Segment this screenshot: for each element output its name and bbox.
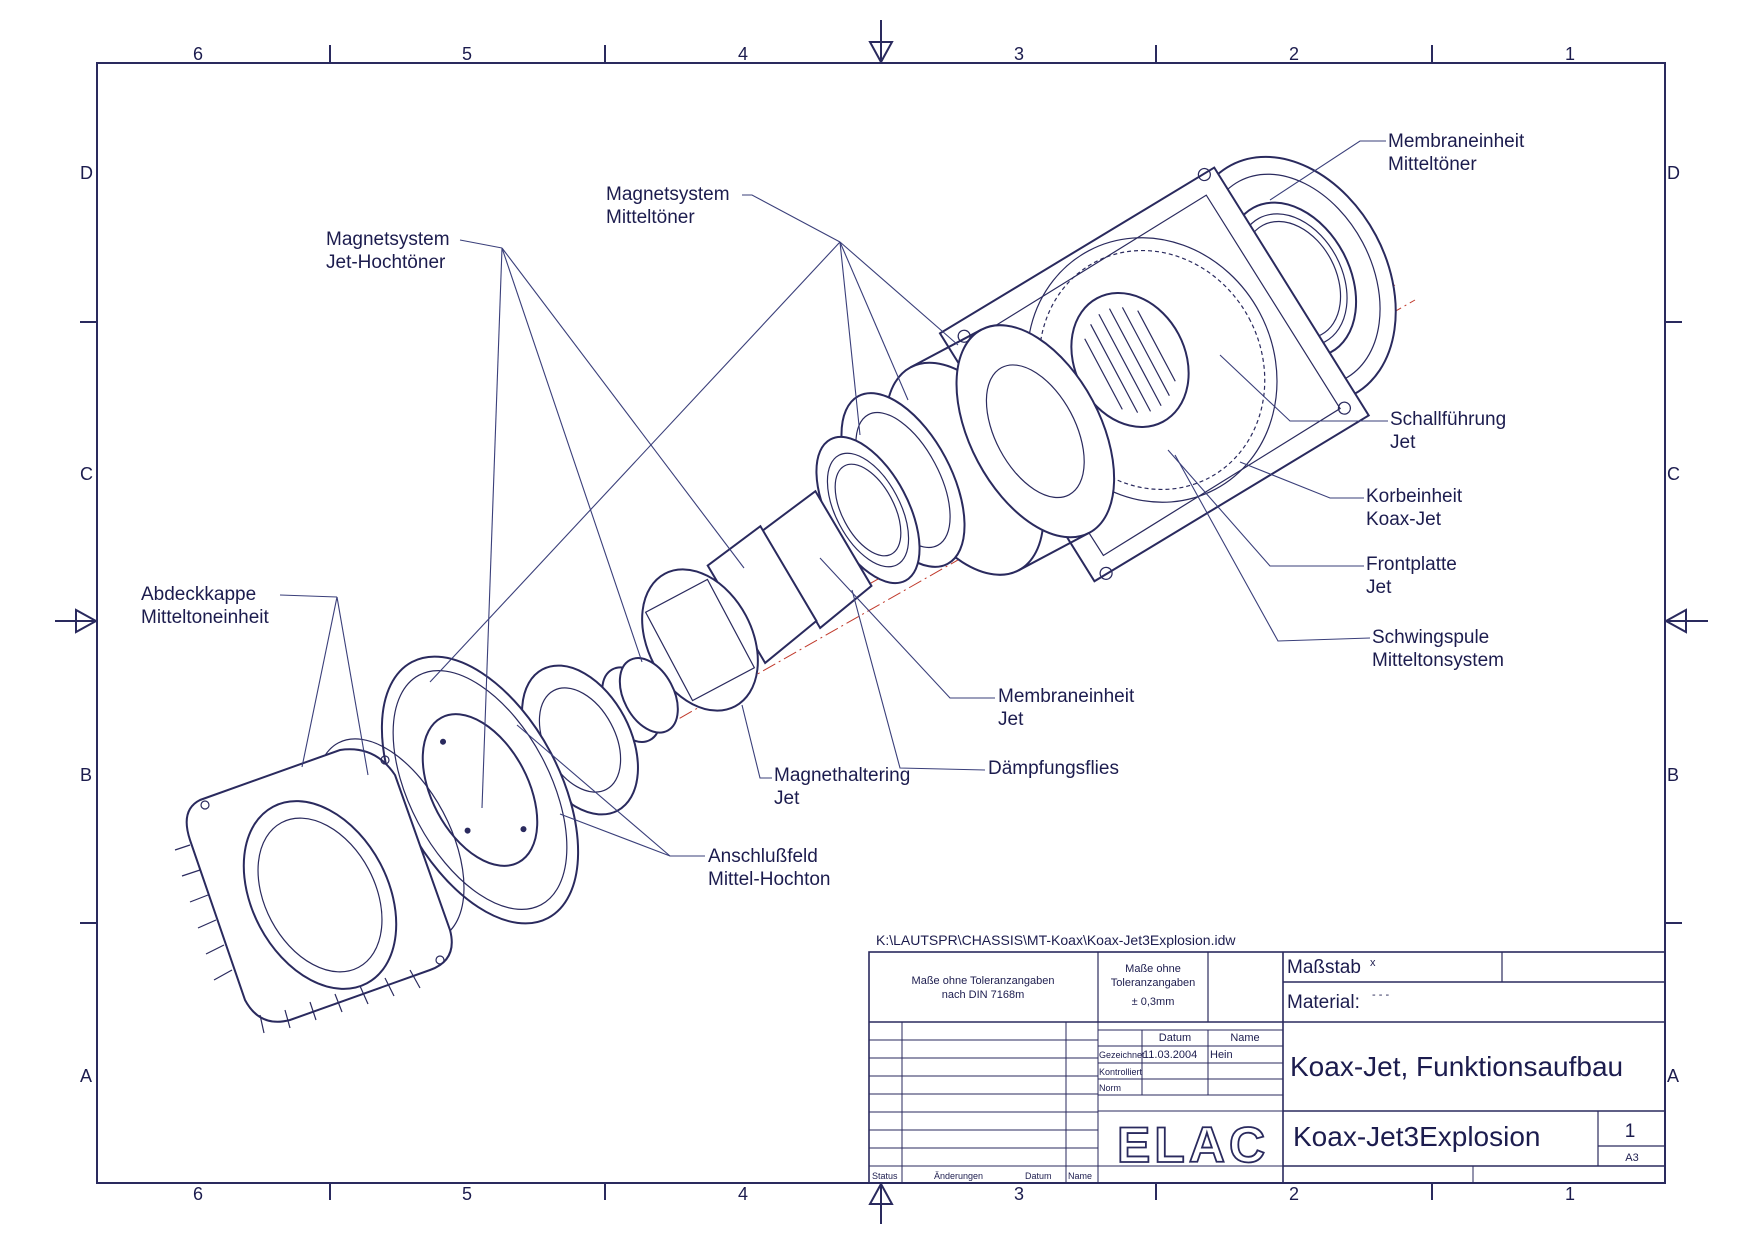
tolerance-note-line2: nach DIN 7168m <box>942 989 1025 1001</box>
label-magnethaltering-2: Jet <box>774 788 800 809</box>
zone-row-D-left: D <box>80 163 93 183</box>
file-path: K:\LAUTSPR\CHASSIS\MT-Koax\Koax-Jet3Expl… <box>876 932 1236 948</box>
leader-lines <box>279 140 1388 857</box>
zone-col-6-top: 6 <box>193 44 203 64</box>
material-label: Material: <box>1287 992 1360 1013</box>
zone-col-3-top: 3 <box>1014 44 1024 64</box>
drawing-frame <box>55 20 1708 1224</box>
label-anschlussfeld-2: Mittel-Hochton <box>708 869 831 890</box>
elac-logo: ELAC <box>1116 1116 1269 1174</box>
zone-col-1-bottom: 1 <box>1565 1184 1575 1204</box>
row-kontrolliert: Kontrolliert <box>1099 1067 1143 1077</box>
footer-aenderungen: Änderungen <box>934 1171 983 1181</box>
label-membraneinheit-jet-1: Membraneinheit <box>998 686 1135 707</box>
label-anschlussfeld-1: Anschlußfeld <box>708 846 818 867</box>
elac-logo-text: ELAC <box>1117 1117 1269 1173</box>
zone-labels: 6 5 4 3 2 1 6 5 4 3 2 1 D C B A D C B A <box>80 44 1680 1204</box>
col-datum: Datum <box>1159 1032 1191 1044</box>
callout-labels: Membraneinheit Mitteltöner Magnetsystem … <box>141 131 1525 890</box>
label-magnetsystem-jet-1: Magnetsystem <box>326 229 450 250</box>
title-block: K:\LAUTSPR\CHASSIS\MT-Koax\Koax-Jet3Expl… <box>868 932 1666 1184</box>
part-abdeckkappe <box>174 748 453 1034</box>
footer-status: Status <box>872 1171 898 1181</box>
zone-col-4-bottom: 4 <box>738 1184 748 1204</box>
zone-col-3-bottom: 3 <box>1014 1184 1024 1204</box>
label-membraneinheit-mt-1: Membraneinheit <box>1388 131 1525 152</box>
drawing-number: Koax-Jet3Explosion <box>1293 1121 1540 1152</box>
label-magnetsystem-mt-1: Magnetsystem <box>606 184 730 205</box>
part-magnetsystem-jet <box>380 655 580 925</box>
label-daempfungsflies: Dämpfungsflies <box>988 758 1119 779</box>
scale-value: x <box>1370 957 1376 969</box>
label-schallfuehrung-2: Jet <box>1390 432 1416 453</box>
col-name: Name <box>1230 1032 1259 1044</box>
zone-row-A-right: A <box>1667 1066 1679 1086</box>
sheet-number: 1 <box>1625 1121 1636 1142</box>
label-membraneinheit-mt-2: Mitteltöner <box>1388 154 1477 175</box>
zone-col-1-top: 1 <box>1565 44 1575 64</box>
row-gezeichnet: Gezeichnet <box>1099 1050 1145 1060</box>
scale-label: Maßstab <box>1287 957 1361 978</box>
label-korbeinheit-1: Korbeinheit <box>1366 486 1463 507</box>
zone-row-D-right: D <box>1667 163 1680 183</box>
tolerance-note2-line3: ± 0,3mm <box>1132 996 1175 1008</box>
footer-name: Name <box>1068 1171 1092 1181</box>
label-magnetsystem-mt-2: Mitteltöner <box>606 207 695 228</box>
label-abdeckkappe-2: Mitteltoneinheit <box>141 607 270 628</box>
zone-row-B-left: B <box>80 765 92 785</box>
tolerance-note2-line2: Toleranzangaben <box>1111 977 1195 989</box>
label-magnethaltering-1: Magnethaltering <box>774 765 910 786</box>
zone-col-2-top: 2 <box>1289 44 1299 64</box>
zone-row-A-left: A <box>80 1066 92 1086</box>
label-abdeckkappe-1: Abdeckkappe <box>141 584 256 605</box>
label-frontplatte-2: Jet <box>1366 577 1392 598</box>
zone-col-6-bottom: 6 <box>193 1184 203 1204</box>
tolerance-note-line1: Maße ohne Toleranzangaben <box>912 975 1055 987</box>
row-norm: Norm <box>1099 1083 1121 1093</box>
label-schallfuehrung-1: Schallführung <box>1390 409 1506 430</box>
parts <box>174 155 1397 1034</box>
drawing-title: Koax-Jet, Funktionsaufbau <box>1290 1051 1623 1082</box>
footer-datum: Datum <box>1025 1171 1052 1181</box>
label-frontplatte-1: Frontplatte <box>1366 554 1457 575</box>
zone-row-C-right: C <box>1667 464 1680 484</box>
drawn-date: 11.03.2004 <box>1143 1049 1197 1061</box>
part-frontplatte-jet <box>1070 292 1190 428</box>
label-schwingspule-1: Schwingspule <box>1372 627 1489 648</box>
sheet-format: A3 <box>1625 1152 1638 1164</box>
zone-col-4-top: 4 <box>738 44 748 64</box>
label-magnetsystem-jet-2: Jet-Hochtöner <box>326 252 446 273</box>
label-korbeinheit-2: Koax-Jet <box>1366 509 1442 530</box>
tolerance-note2-line1: Maße ohne <box>1125 963 1181 975</box>
label-schwingspule-2: Mitteltonsystem <box>1372 650 1504 671</box>
zone-col-5-bottom: 5 <box>462 1184 472 1204</box>
zone-row-B-right: B <box>1667 765 1679 785</box>
zone-col-5-top: 5 <box>462 44 472 64</box>
drawn-name: Hein <box>1210 1049 1233 1061</box>
zone-col-2-bottom: 2 <box>1289 1184 1299 1204</box>
zone-row-C-left: C <box>80 464 93 484</box>
material-value: - - - <box>1372 989 1389 1001</box>
label-membraneinheit-jet-2: Jet <box>998 709 1024 730</box>
